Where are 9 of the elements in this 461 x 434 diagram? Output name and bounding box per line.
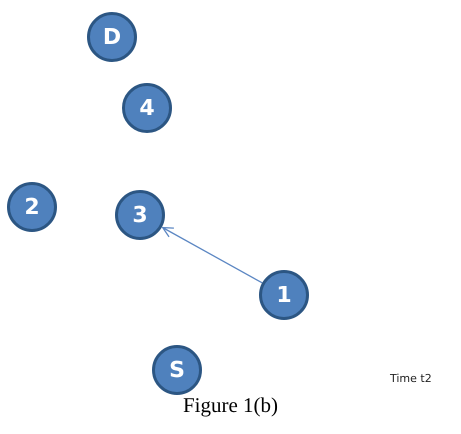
node-circle: 2 xyxy=(7,182,57,232)
arrow xyxy=(162,226,262,284)
node-circle: S xyxy=(152,345,202,395)
node-circle: 4 xyxy=(122,83,172,133)
time-label: Time t2 xyxy=(390,372,432,385)
node-circle: 1 xyxy=(259,270,309,320)
node-circle: 3 xyxy=(115,190,165,240)
figure-caption: Figure 1(b) xyxy=(182,393,280,418)
node-circle: D xyxy=(87,12,137,62)
